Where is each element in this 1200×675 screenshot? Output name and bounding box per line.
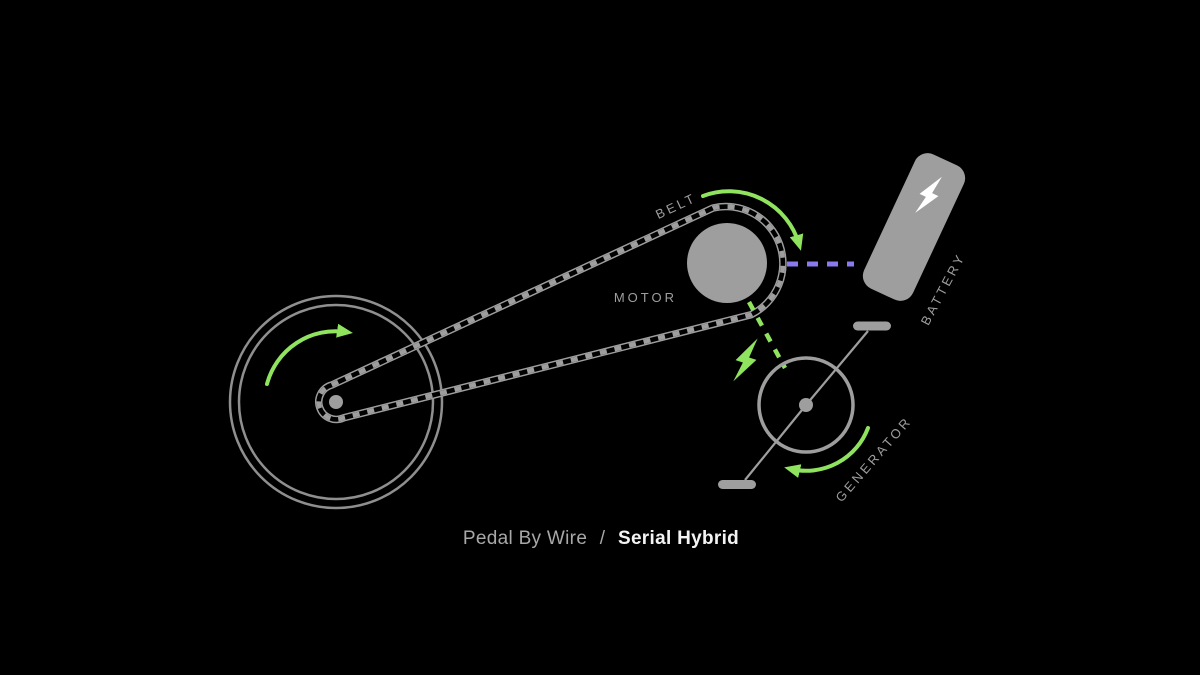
wheel-hub-dot xyxy=(329,395,343,409)
wheel-outer-rim xyxy=(228,294,444,510)
pedal-bottom xyxy=(718,480,756,489)
wheel-rotation-arrow-icon xyxy=(265,323,353,386)
caption-emphasis: Serial Hybrid xyxy=(618,528,739,549)
pedal-top xyxy=(853,321,891,331)
motor-generator-power-line xyxy=(747,300,787,370)
caption-prefix: Pedal By Wire xyxy=(463,528,587,549)
battery: BATTERY xyxy=(862,153,968,328)
rear-wheel xyxy=(228,294,444,510)
motor-pulley xyxy=(687,223,767,303)
caption-separator: / xyxy=(600,528,606,549)
wheel-inner-rim xyxy=(237,303,435,501)
belt xyxy=(315,202,787,424)
generator-ring xyxy=(757,356,855,454)
motor-rotation-arrow-icon xyxy=(701,189,804,251)
belt-teeth xyxy=(316,204,786,422)
battery-lightning-bolt-icon xyxy=(915,176,942,213)
battery-body xyxy=(862,153,966,301)
generator xyxy=(718,321,891,489)
caption: Pedal By Wire / Serial Hybrid xyxy=(463,528,739,549)
generator-rotation-arrow-icon xyxy=(784,426,870,478)
generator-hub-dot xyxy=(799,398,813,412)
motor-label: MOTOR xyxy=(614,290,677,305)
energy-lightning-bolt-icon xyxy=(733,338,758,382)
